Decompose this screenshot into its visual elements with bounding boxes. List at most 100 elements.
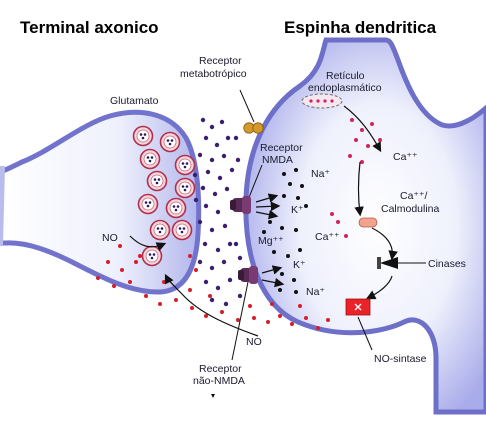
no-dot	[236, 318, 240, 322]
ion-dot	[262, 230, 266, 234]
glutamate-dot	[215, 247, 221, 253]
no-dot	[220, 310, 224, 314]
calcium-dot	[360, 128, 364, 132]
glutamate-molecules	[192, 117, 243, 307]
glutamate-dot	[205, 169, 211, 175]
signaling-arrows	[129, 105, 398, 337]
ion-dot	[268, 220, 272, 224]
glutamate-dot	[224, 186, 230, 192]
glutamate-dot	[217, 175, 223, 181]
glutamate-dot	[209, 265, 215, 271]
glutamate-dot	[202, 241, 208, 247]
glutamate-dot	[203, 279, 209, 285]
glutamate-vesicles	[132, 125, 196, 267]
ion-dot	[298, 248, 302, 252]
vesicle	[159, 131, 181, 153]
calcium-particles	[330, 118, 382, 238]
calmodulin-complex	[358, 217, 378, 228]
vesicle	[174, 177, 196, 199]
channel-icon	[230, 196, 251, 214]
label-receptor-nmda-2: NMDA	[262, 154, 293, 166]
label-na-bottom: Na⁺	[306, 286, 325, 298]
glutamate-dot	[209, 157, 215, 163]
glutamate-dot	[233, 241, 239, 247]
vesicle	[141, 245, 163, 267]
label-receptor-metabotropico-2: metabotrópico	[180, 68, 247, 80]
vesicle	[149, 219, 171, 241]
ion-dot	[300, 184, 304, 188]
ion-dot	[280, 226, 284, 230]
glutamate-dot	[209, 124, 215, 130]
no-dot	[106, 260, 110, 264]
channel-icon	[238, 266, 258, 284]
label-receptor-nmda-1: Receptor	[260, 142, 303, 154]
label-no-left: NO	[102, 232, 118, 244]
glutamate-dot	[221, 259, 227, 265]
no-dot	[188, 288, 192, 292]
glutamate-dot	[209, 227, 215, 233]
glutamate-dot	[223, 301, 229, 307]
glutamate-dot	[212, 191, 218, 197]
glutamate-dot	[193, 197, 199, 203]
no-dot	[298, 304, 302, 308]
glutamate-dot	[215, 285, 221, 291]
endoplasmic-reticulum	[301, 93, 343, 109]
ion-dot	[286, 254, 290, 258]
non-nmda-receptor	[231, 265, 285, 361]
no-dot	[326, 318, 330, 322]
glutamate-dot	[237, 255, 243, 261]
no-dot	[248, 304, 252, 308]
ion-dot	[296, 196, 300, 200]
label-glutamato: Glutamato	[110, 95, 159, 107]
glutamate-dot	[215, 209, 221, 215]
calcium-dot	[354, 138, 358, 142]
ion-dot	[292, 278, 296, 282]
no-dot	[134, 260, 138, 264]
label-cinases: Cinases	[428, 258, 466, 270]
glutamate-dot	[192, 172, 198, 178]
glutamate-dot	[197, 219, 203, 225]
ion-dot	[282, 172, 286, 176]
calcium-dot	[348, 154, 352, 158]
title-axon-terminal: Terminal axonico	[20, 18, 159, 37]
calcium-dot	[350, 118, 354, 122]
label-no-bottom: NO	[246, 336, 262, 348]
vesicle	[132, 125, 154, 147]
glutamate-dot	[197, 259, 203, 265]
no-dot	[208, 294, 212, 298]
ion-dot	[304, 204, 308, 208]
glutamate-dot	[200, 117, 206, 123]
calcium-dot	[378, 138, 382, 142]
ion-particles	[262, 168, 308, 294]
ion-dot	[278, 288, 282, 292]
nitric-oxide-molecules	[96, 244, 330, 330]
no-dot	[162, 280, 166, 284]
nmda-receptor	[230, 164, 281, 220]
no-dot	[112, 284, 116, 288]
glutamate-dot	[227, 241, 233, 247]
calcium-dot	[344, 234, 348, 238]
no-dot	[144, 294, 148, 298]
no-dot	[118, 244, 122, 248]
no-dot	[138, 254, 142, 258]
label-k-top: K⁺	[291, 204, 304, 216]
glutamate-dot	[219, 119, 225, 125]
glutamate-dot	[227, 277, 233, 283]
no-synthase	[345, 298, 373, 351]
label-receptor-nao-nmda-1: Receptor	[199, 363, 242, 375]
labels: Receptor metabotrópico Retículo endoplas…	[102, 55, 466, 398]
calcium-dot	[330, 212, 334, 216]
calcium-dot	[360, 160, 364, 164]
label-reticulo-1: Retículo	[326, 70, 365, 82]
glutamate-dot	[203, 203, 209, 209]
no-dot	[158, 302, 162, 306]
no-dot	[252, 316, 256, 320]
calcium-dot	[336, 220, 340, 224]
label-ca-calmodulina-1: Ca⁺⁺/	[400, 190, 428, 202]
glutamate-dot	[200, 185, 206, 191]
ion-dot	[288, 182, 292, 186]
ion-dot	[294, 228, 298, 232]
calcium-dot	[370, 122, 374, 126]
